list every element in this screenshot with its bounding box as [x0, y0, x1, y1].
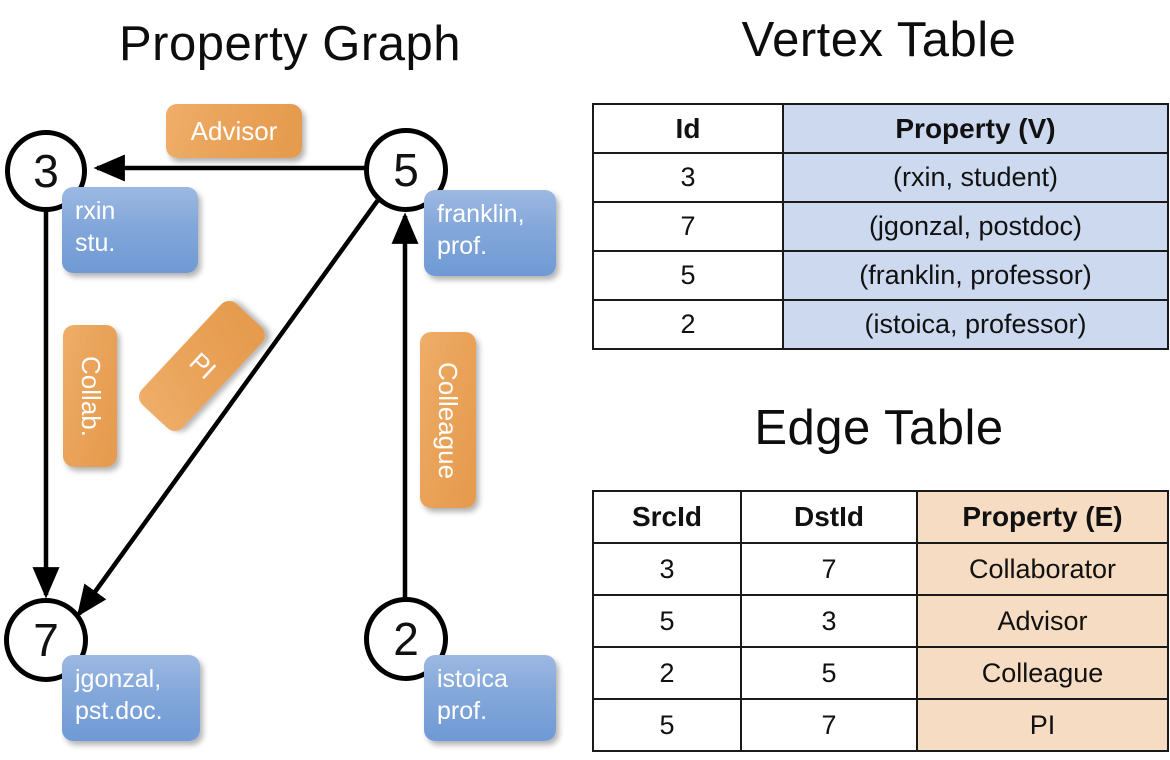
- edge-cell-srcid: 5: [592, 698, 742, 752]
- page-title-property-graph: Property Graph: [119, 17, 461, 71]
- table-row[interactable]: 2 5 Colleague: [592, 646, 1169, 700]
- edge-cell-dstid: 7: [740, 698, 918, 752]
- edge-label-collab: Collab.: [63, 325, 117, 467]
- edge-cell-srcid: 3: [592, 542, 742, 596]
- edge-table-header-dstid: DstId: [740, 490, 918, 544]
- edge-label-advisor: Advisor: [166, 104, 302, 158]
- edge-cell-property: Colleague: [916, 646, 1169, 700]
- table-row[interactable]: 5 (franklin, professor): [592, 250, 1169, 301]
- table-row[interactable]: 2 (istoica, professor): [592, 299, 1169, 350]
- graph-node-5-label: 5: [393, 144, 419, 196]
- graph-node-2-label: 2: [393, 613, 419, 665]
- page-title-vertex-table: Vertex Table: [741, 13, 1017, 67]
- vertex-property-rxin-line1: rxin: [75, 197, 116, 225]
- vertex-cell-id: 7: [592, 201, 784, 252]
- edge-label-collab-text: Collab.: [75, 355, 106, 437]
- edge-label-colleague: Colleague: [420, 332, 476, 508]
- edge-table: SrcId DstId Property (E) 3 7 Collaborato…: [592, 490, 1169, 752]
- vertex-property-franklin-line1: franklin,: [437, 200, 525, 228]
- vertex-property-rxin-line2: stu.: [75, 229, 116, 257]
- edge-cell-srcid: 2: [592, 646, 742, 700]
- vertex-property-istoica-line1: istoica: [437, 665, 508, 693]
- vertex-property-box-rxin: rxin stu.: [62, 187, 198, 273]
- vertex-property-box-jgonzal: jgonzal, pst.doc.: [62, 655, 200, 741]
- property-graph-panel: Property Graph 3 5 7 2 rxin stu. frankli…: [4, 17, 556, 741]
- edge-cell-dstid: 5: [740, 646, 918, 700]
- vertex-cell-id: 3: [592, 152, 784, 203]
- edge-table-header-property: Property (E): [916, 490, 1169, 544]
- graph-node-5[interactable]: 5: [364, 128, 448, 212]
- edge-cell-srcid: 5: [592, 594, 742, 648]
- vertex-cell-id: 5: [592, 250, 784, 301]
- vertex-cell-property: (rxin, student): [782, 152, 1169, 203]
- vertex-property-franklin-line2: prof.: [437, 232, 488, 260]
- table-row[interactable]: 7 (jgonzal, postdoc): [592, 201, 1169, 252]
- edge-cell-property: Advisor: [916, 594, 1169, 648]
- vertex-cell-property: (franklin, professor): [782, 250, 1169, 301]
- edge-label-colleague-text: Colleague: [433, 361, 464, 479]
- edge-cell-dstid: 7: [740, 542, 918, 596]
- vertex-property-istoica-line2: prof.: [437, 697, 488, 725]
- vertex-cell-property: (istoica, professor): [782, 299, 1169, 350]
- edge-cell-property: PI: [916, 698, 1169, 752]
- table-row[interactable]: 3 7 Collaborator: [592, 542, 1169, 596]
- graph-node-2[interactable]: 2: [364, 597, 448, 681]
- graph-node-3-label: 3: [33, 145, 59, 197]
- table-row[interactable]: 5 7 PI: [592, 698, 1169, 752]
- vertex-cell-property: (jgonzal, postdoc): [782, 201, 1169, 252]
- edge-label-advisor-text: Advisor: [190, 115, 278, 146]
- vertex-table: Id Property (V) 3 (rxin, student) 7 (jgo…: [592, 103, 1169, 350]
- edge-arrow-5-to-7: [76, 198, 380, 617]
- edge-table-header-row: SrcId DstId Property (E): [592, 490, 1169, 544]
- graph-edges-svg: [32, 154, 419, 617]
- vertex-table-header-property: Property (V): [782, 103, 1169, 154]
- vertex-property-box-franklin: franklin, prof.: [424, 190, 556, 276]
- vertex-property-jgonzal-line1: jgonzal,: [75, 665, 162, 693]
- table-row[interactable]: 3 (rxin, student): [592, 152, 1169, 203]
- edge-label-pi-text: PI: [183, 346, 222, 385]
- edge-cell-property: Collaborator: [916, 542, 1169, 596]
- table-row[interactable]: 5 3 Advisor: [592, 594, 1169, 648]
- vertex-cell-id: 2: [592, 299, 784, 350]
- vertex-property-box-istoica: istoica prof.: [424, 655, 556, 741]
- edge-cell-dstid: 3: [740, 594, 918, 648]
- vertex-property-jgonzal-line2: pst.doc.: [75, 697, 163, 725]
- vertex-table-header-row: Id Property (V): [592, 103, 1169, 154]
- page-title-edge-table: Edge Table: [754, 401, 1004, 455]
- vertex-table-header-id: Id: [592, 103, 784, 154]
- edge-table-header-srcid: SrcId: [592, 490, 742, 544]
- graph-node-7-label: 7: [33, 614, 59, 666]
